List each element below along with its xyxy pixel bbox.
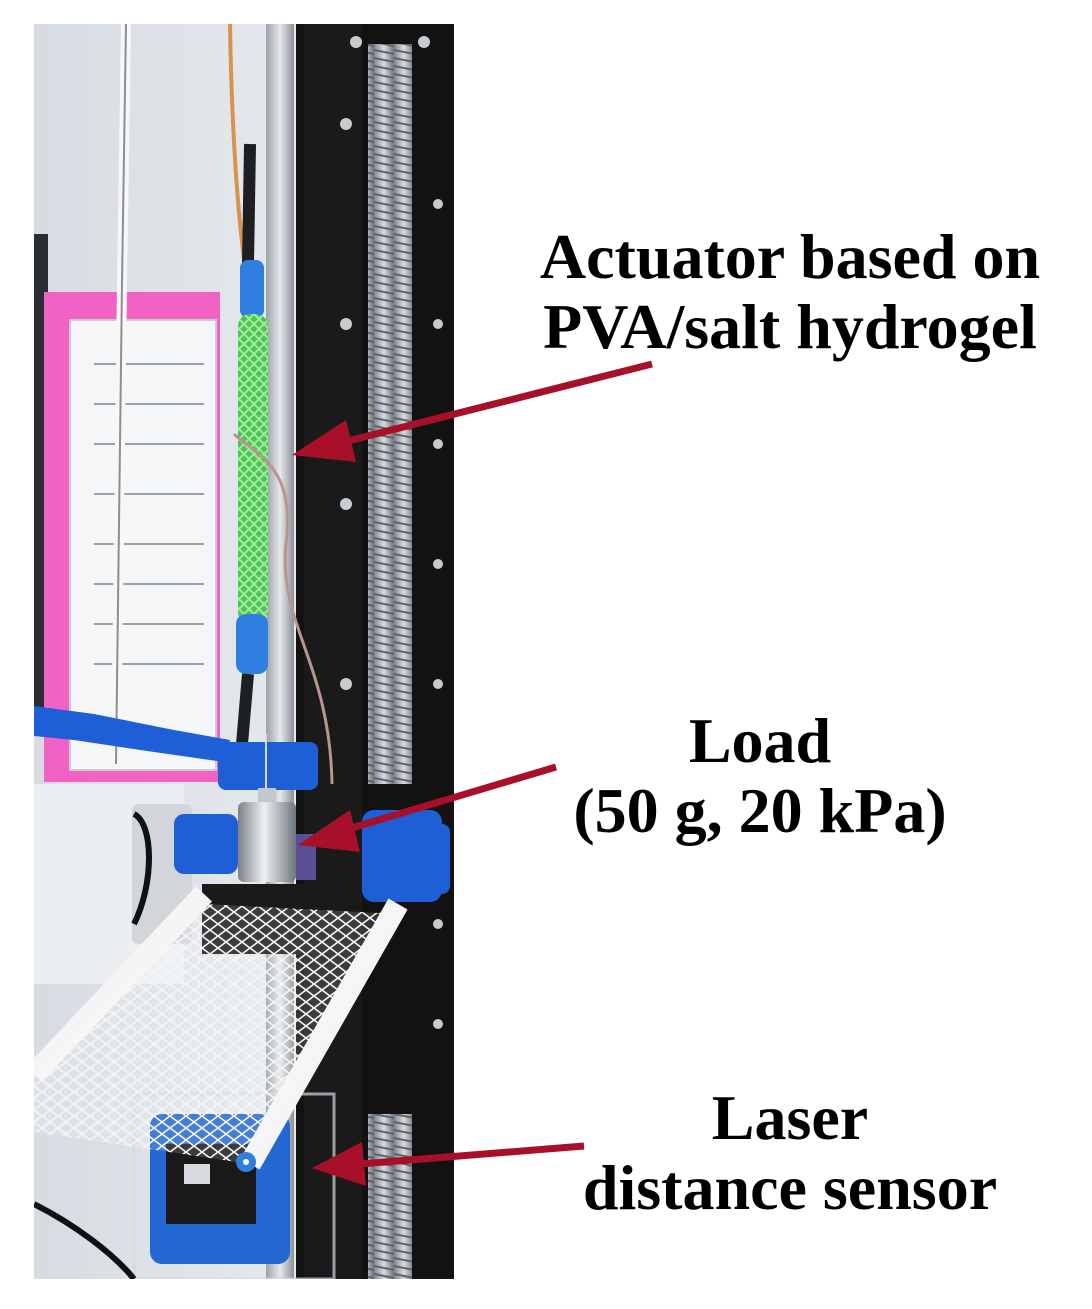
lead-screw	[368, 44, 412, 784]
label-actuator-line1: Actuator based on	[539, 221, 1041, 292]
label-actuator-line2: PVA/salt hydrogel	[543, 291, 1037, 363]
mesh-net	[34, 904, 398, 1164]
hydrogel-actuator	[238, 314, 268, 624]
load-weight	[238, 802, 296, 882]
label-sensor-line2: distance sensor	[582, 1152, 998, 1224]
label-sensor-line1: Laser	[711, 1082, 869, 1153]
label-load: Load (50 g, 20 kPa)	[540, 705, 980, 847]
label-load-line2: (50 g, 20 kPa)	[573, 775, 947, 847]
label-load-line1: Load	[688, 705, 832, 776]
label-sensor: Laser distance sensor	[540, 1082, 1040, 1224]
label-actuator: Actuator based on PVA/salt hydrogel	[500, 221, 1080, 363]
setup-photo	[34, 24, 454, 1279]
left-clamp	[34, 706, 230, 762]
